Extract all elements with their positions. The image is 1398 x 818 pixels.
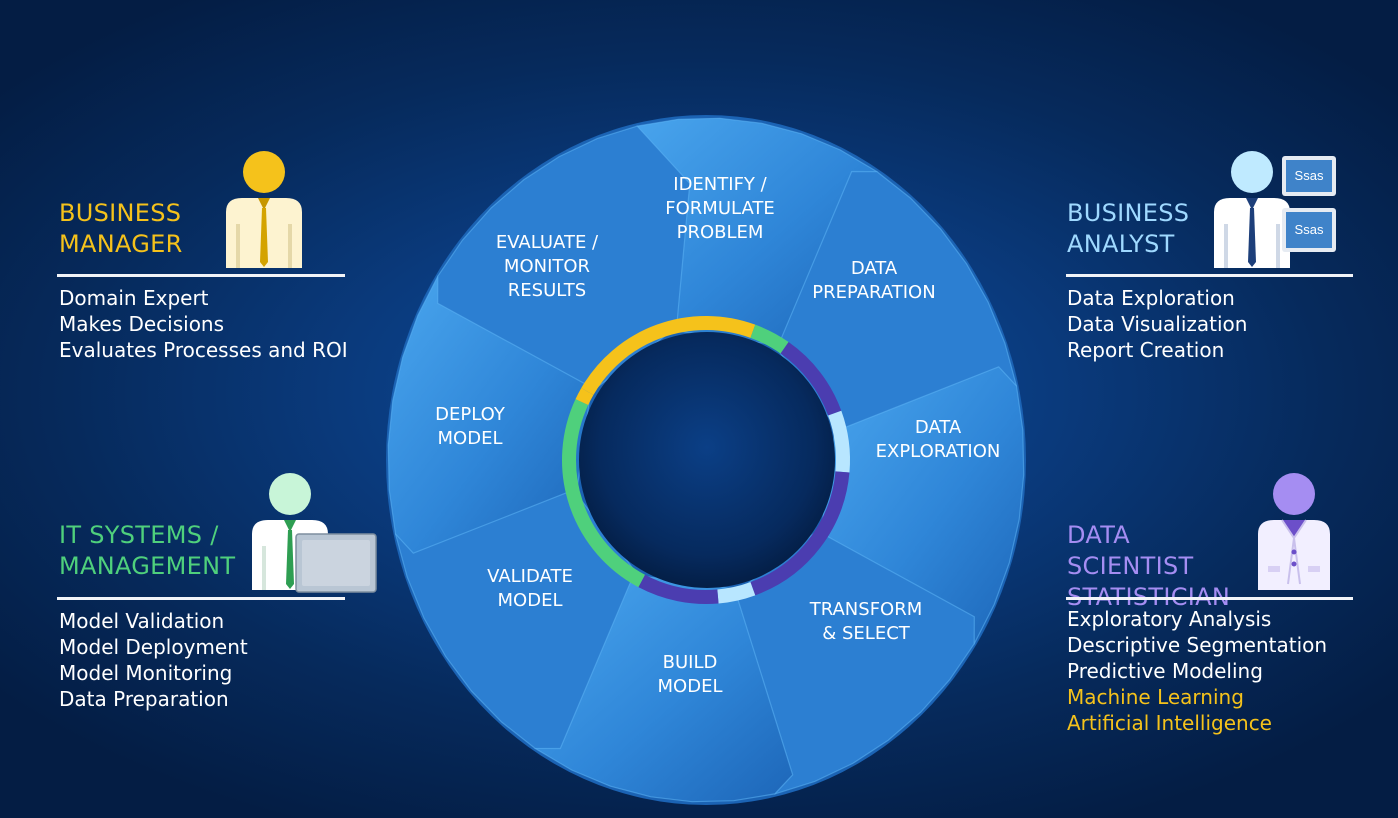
inner-ring-arc <box>581 316 756 396</box>
list-item: Domain Expert <box>59 286 209 310</box>
business-analyst-title: BUSINESS ANALYST <box>1067 198 1189 260</box>
sas-badge-bottom: Ssas <box>1282 208 1336 252</box>
list-item: Model Monitoring <box>59 661 233 685</box>
data-scientist-list: Exploratory Analysis Descriptive Segment… <box>1067 606 1327 736</box>
list-item: Data Exploration <box>1067 286 1235 310</box>
list-item-highlight: Artificial Intelligence <box>1067 711 1272 735</box>
sas-logo-text: Ssas <box>1286 212 1332 248</box>
it-systems-list: Model Validation Model Deployment Model … <box>59 608 248 712</box>
business-analyst-title-line1: BUSINESS <box>1067 199 1190 227</box>
scientist-person-icon <box>1258 473 1330 590</box>
analyst-person-icon <box>1214 151 1290 268</box>
manager-person-icon <box>226 151 302 268</box>
data-scientist-divider <box>1066 597 1353 600</box>
list-item-highlight: Machine Learning <box>1067 685 1244 709</box>
it-systems-divider <box>57 597 345 600</box>
cycle-step-label: TRANSFORM& SELECT <box>809 599 923 644</box>
sas-badge-top: Ssas <box>1282 156 1336 196</box>
business-manager-title: BUSINESS MANAGER <box>59 198 183 260</box>
business-manager-list: Domain Expert Makes Decisions Evaluates … <box>59 285 348 363</box>
list-item: Data Visualization <box>1067 312 1248 336</box>
data-scientist-title-line1: DATA SCIENTIST <box>1067 521 1194 580</box>
inner-ring-arc <box>717 582 756 604</box>
it-systems-title-line1: IT SYSTEMS / <box>59 521 219 549</box>
list-item: Model Validation <box>59 609 225 633</box>
cycle-segment <box>437 125 691 390</box>
list-item: Model Deployment <box>59 635 248 659</box>
it-person-laptop-icon <box>252 473 377 593</box>
inner-ring-arc <box>562 399 646 588</box>
list-item: Exploratory Analysis <box>1067 607 1272 631</box>
list-item: Report Creation <box>1067 338 1225 362</box>
list-item: Predictive Modeling <box>1067 659 1263 683</box>
inner-ring-arc <box>828 410 850 473</box>
list-item: Data Preparation <box>59 687 229 711</box>
it-systems-title: IT SYSTEMS / MANAGEMENT <box>59 520 235 582</box>
it-systems-title-line2: MANAGEMENT <box>59 552 236 580</box>
business-analyst-title-line2: ANALYST <box>1067 230 1175 258</box>
sas-logo-text: Ssas <box>1286 160 1332 192</box>
list-item: Makes Decisions <box>59 312 225 336</box>
business-analyst-list: Data Exploration Data Visualization Repo… <box>1067 285 1247 363</box>
list-item: Descriptive Segmentation <box>1067 633 1328 657</box>
inner-ring-arc <box>750 471 850 596</box>
list-item: Evaluates Processes and ROI <box>59 338 348 362</box>
business-analyst-divider <box>1066 274 1353 277</box>
business-manager-title-line1: BUSINESS <box>59 199 182 227</box>
cycle-center <box>579 332 835 588</box>
inner-ring-arc <box>575 388 594 406</box>
inner-role-ring <box>562 316 850 604</box>
inner-ring-arc <box>780 342 842 416</box>
inner-ring-arc <box>750 324 789 354</box>
business-manager-divider <box>57 274 345 277</box>
inner-ring-arc <box>638 574 719 604</box>
business-manager-title-line2: MANAGER <box>59 230 183 258</box>
cycle-segments <box>387 117 1025 803</box>
